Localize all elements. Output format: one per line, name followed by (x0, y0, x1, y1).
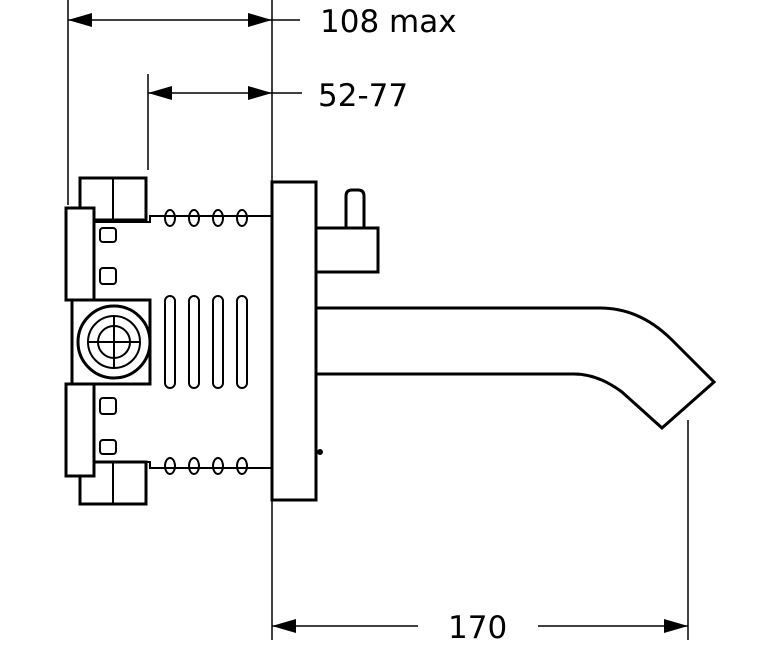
dimension-label-max-depth: 108 max (320, 4, 457, 40)
wall-plate (270, 180, 323, 502)
rough-in-body (64, 176, 272, 506)
spout (314, 306, 717, 431)
dimension-52-77: 52-77 (148, 78, 408, 114)
extension-lines (67, 0, 689, 640)
cartridge-boss (70, 298, 152, 386)
lever-handle (314, 188, 380, 274)
dimension-label-spout-projection: 170 (448, 610, 507, 646)
body-slots (164, 295, 248, 389)
thread-rings-top (164, 209, 248, 227)
dimension-108-max: 108 max (68, 4, 457, 40)
dimension-170: 170 (272, 610, 688, 646)
dimension-label-adjust-range: 52-77 (318, 78, 408, 114)
thread-rings-bottom (164, 457, 248, 475)
